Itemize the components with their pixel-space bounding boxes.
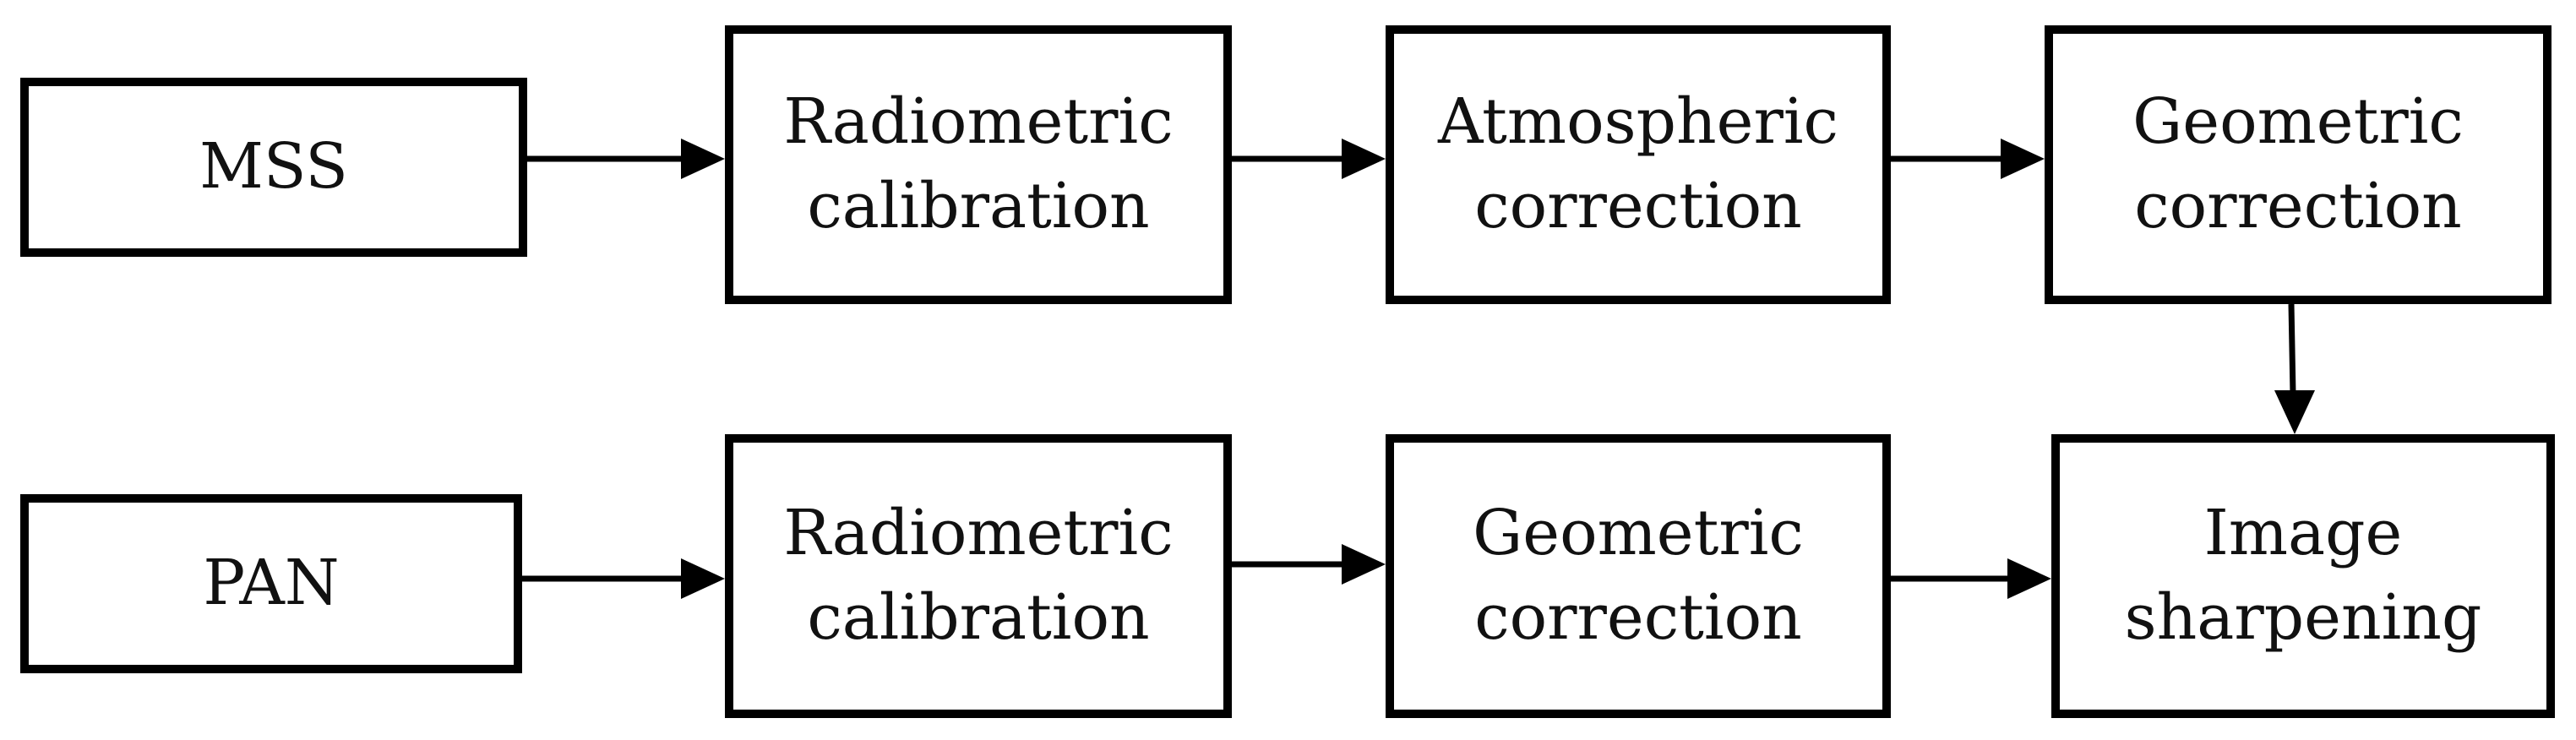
- pan-geometric-correction-node: Geometric correction: [1386, 434, 1891, 718]
- arrow-geometric-to-sharpening-bottom: [1891, 558, 2051, 599]
- pan-radiometric-calibration-node: Radiometric calibration: [725, 434, 1232, 718]
- mss-radiometric-calibration-label: Radiometric calibration: [783, 85, 1174, 242]
- arrow-radiometric-to-atmospheric: [1232, 139, 1386, 179]
- mss-geometric-correction-node: Geometric correction: [2045, 25, 2551, 304]
- pan-radiometric-calibration-label: Radiometric calibration: [783, 497, 1174, 654]
- pan-label: PAN: [203, 547, 340, 620]
- pan-node: PAN: [20, 494, 522, 673]
- arrow-mss-to-radiometric: [527, 139, 725, 179]
- mss-geometric-correction-label: Geometric correction: [2132, 85, 2464, 242]
- pan-geometric-correction-label: Geometric correction: [1473, 497, 1804, 654]
- arrow-geometric-to-sharpening: [2274, 303, 2315, 434]
- arrow-atmospheric-to-geometric: [1891, 139, 2045, 179]
- arrow-radiometric-to-geometric: [1232, 544, 1386, 585]
- image-sharpening-label: Image sharpening: [2124, 497, 2482, 654]
- atmospheric-correction-label: Atmospheric correction: [1438, 85, 1838, 242]
- mss-label: MSS: [199, 130, 348, 204]
- atmospheric-correction-node: Atmospheric correction: [1386, 25, 1891, 304]
- mss-radiometric-calibration-node: Radiometric calibration: [725, 25, 1232, 304]
- arrow-pan-to-radiometric: [522, 558, 725, 599]
- image-sharpening-node: Image sharpening: [2051, 434, 2555, 718]
- mss-node: MSS: [20, 78, 527, 257]
